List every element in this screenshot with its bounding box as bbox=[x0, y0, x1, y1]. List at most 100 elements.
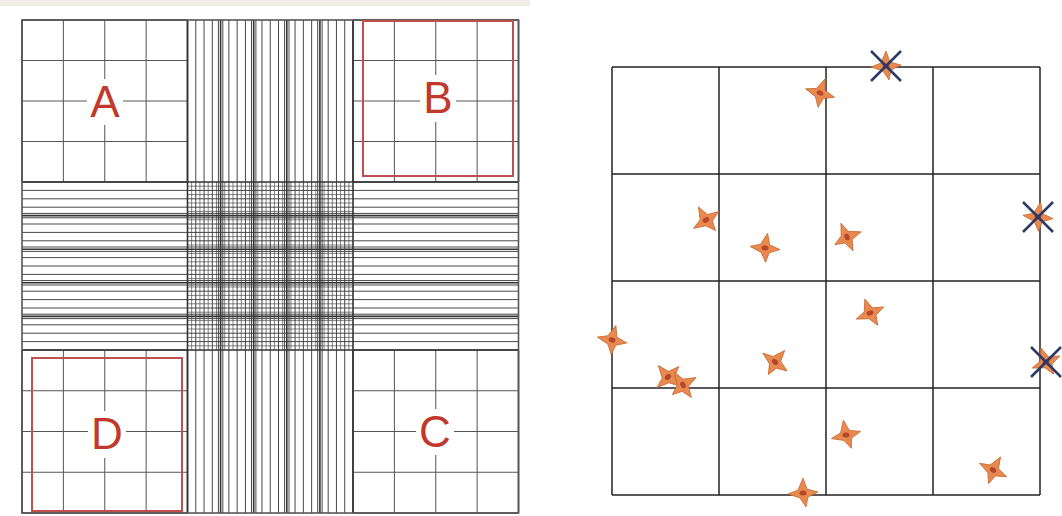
top-strip bbox=[0, 0, 530, 6]
grid-line bbox=[188, 320, 354, 321]
cell-body bbox=[663, 365, 703, 405]
grid-line bbox=[340, 182, 341, 350]
grid-line bbox=[274, 182, 275, 350]
grid-line bbox=[188, 261, 354, 262]
grid-line bbox=[188, 295, 354, 296]
grid-line bbox=[188, 203, 354, 204]
grid-line bbox=[270, 20, 271, 513]
grid-line bbox=[22, 266, 519, 267]
grid-line bbox=[22, 316, 519, 318]
grid-line bbox=[871, 51, 901, 81]
grid-line bbox=[251, 20, 252, 513]
grid-line bbox=[188, 337, 354, 338]
grid-line bbox=[22, 333, 519, 334]
cell-nucleus bbox=[816, 89, 824, 96]
grid-line bbox=[303, 20, 304, 513]
grid-line bbox=[22, 190, 519, 191]
cell-nucleus bbox=[843, 233, 850, 241]
grid-line bbox=[353, 472, 519, 473]
grid-line bbox=[295, 20, 296, 513]
grid-line bbox=[188, 345, 354, 346]
grid-line bbox=[22, 247, 519, 248]
grid-line bbox=[22, 280, 519, 281]
cell-nucleus bbox=[664, 373, 673, 381]
cell-body bbox=[788, 478, 818, 507]
grid-line bbox=[932, 67, 934, 495]
region-box: B bbox=[362, 20, 514, 177]
grid-line bbox=[233, 182, 234, 350]
cell-body bbox=[594, 322, 630, 358]
grid-line bbox=[216, 182, 217, 350]
grid-line bbox=[477, 20, 478, 182]
grid-line bbox=[204, 20, 205, 513]
cell bbox=[594, 322, 630, 358]
cell bbox=[829, 218, 867, 256]
grid-line bbox=[22, 251, 519, 252]
grid-line bbox=[352, 20, 354, 513]
grid-line bbox=[332, 182, 333, 350]
grid-line bbox=[22, 141, 188, 142]
grid-line bbox=[22, 324, 519, 325]
grid-line bbox=[188, 312, 354, 313]
cell bbox=[851, 294, 889, 332]
grid-line bbox=[245, 20, 246, 513]
grid-line bbox=[22, 318, 519, 319]
grid-line bbox=[336, 20, 337, 513]
grid-line bbox=[187, 20, 189, 513]
grid-line bbox=[188, 287, 354, 288]
grid-line bbox=[257, 182, 258, 350]
grid-line bbox=[191, 182, 192, 350]
grid-line bbox=[188, 194, 354, 195]
grid-line bbox=[241, 182, 242, 350]
region-box: D bbox=[31, 357, 183, 512]
grid-line bbox=[1023, 202, 1053, 232]
grid-line bbox=[612, 280, 1040, 282]
cell-nucleus bbox=[800, 491, 807, 496]
region-letter: B bbox=[420, 75, 455, 121]
cell-body bbox=[748, 231, 783, 265]
cell-body bbox=[1021, 200, 1056, 234]
cell bbox=[1021, 200, 1056, 234]
grid-line bbox=[220, 20, 222, 513]
grid-line bbox=[1039, 67, 1041, 495]
grid-line bbox=[1031, 347, 1061, 377]
cell bbox=[1027, 343, 1062, 381]
cell-body bbox=[755, 341, 797, 382]
grid-line bbox=[22, 472, 188, 473]
region-letter: A bbox=[87, 79, 122, 125]
grid-line bbox=[188, 245, 354, 246]
exclusion-mark bbox=[1031, 347, 1061, 377]
grid-line bbox=[146, 350, 147, 513]
grid-line bbox=[195, 20, 196, 513]
grid-line bbox=[22, 217, 519, 218]
grid-line bbox=[278, 20, 279, 513]
grid-line bbox=[324, 182, 325, 350]
grid-line bbox=[22, 341, 519, 342]
cell bbox=[829, 418, 864, 452]
cell-nucleus bbox=[771, 358, 780, 366]
cell-body bbox=[973, 450, 1013, 490]
cell-nucleus bbox=[842, 432, 850, 438]
cell-body bbox=[1027, 343, 1062, 381]
grid-line bbox=[1023, 202, 1053, 232]
grid-line bbox=[22, 248, 519, 250]
grid-line bbox=[22, 213, 519, 214]
grid-line bbox=[22, 291, 519, 292]
cell-body bbox=[829, 218, 867, 256]
cell bbox=[871, 51, 901, 80]
grid-line bbox=[146, 20, 147, 182]
cell bbox=[663, 365, 703, 405]
cell bbox=[801, 74, 839, 112]
grid-line bbox=[353, 141, 519, 142]
grid-line bbox=[289, 20, 290, 513]
cell bbox=[973, 450, 1013, 490]
grid-line bbox=[311, 20, 312, 513]
grid-line bbox=[317, 20, 318, 513]
cell bbox=[686, 200, 726, 240]
grid-line bbox=[344, 20, 345, 513]
cell-nucleus bbox=[702, 216, 711, 224]
cell-nucleus bbox=[989, 466, 998, 474]
hemocytometer-grid bbox=[22, 20, 519, 513]
